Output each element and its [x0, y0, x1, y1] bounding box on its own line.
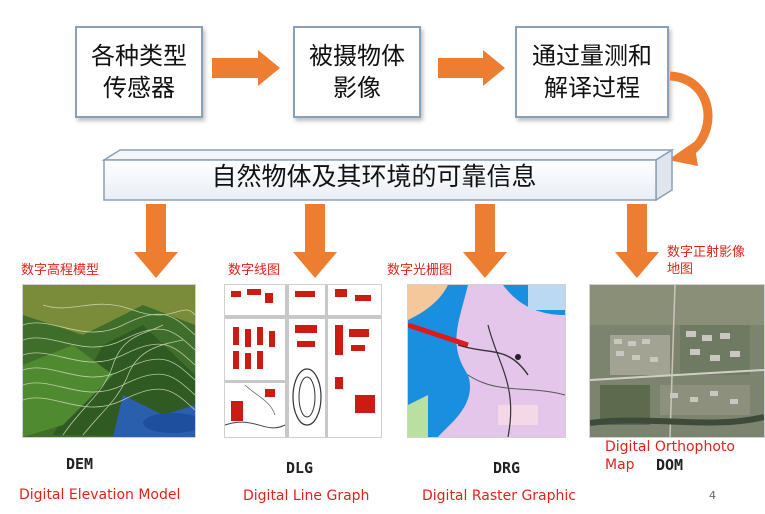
product-en-drg: Digital Raster Graphic [422, 488, 576, 504]
product-cn-dem: 数字高程模型 [21, 263, 100, 278]
dlg-image [224, 284, 382, 438]
product-abbr-dlg: DLG [286, 459, 314, 477]
page-number: 4 [709, 489, 716, 502]
drg-image [407, 284, 566, 438]
dom-image [589, 284, 765, 438]
down-arrow-4 [615, 204, 659, 278]
product-abbr-dom: DOM [656, 456, 684, 474]
step-label-interpretation: 通过量测和 解译过程 [532, 42, 652, 102]
product-abbr-dem: DEM [66, 455, 94, 473]
right-arrow-2 [438, 50, 505, 86]
banner-label: 自然物体及其环境的可靠信息 [211, 162, 537, 191]
right-arrow-1 [212, 50, 280, 86]
step-label-imagery: 被摄物体 影像 [309, 42, 405, 102]
step-box-interpretation: 通过量测和 解译过程 [515, 26, 669, 118]
curved-arrow-head [668, 142, 698, 166]
product-cn-dom: 数字正射影像 地图 [667, 245, 746, 277]
product-abbr-drg: DRG [493, 459, 521, 477]
curved-arrow [669, 71, 713, 156]
product-en-dlg: Digital Line Graph [243, 488, 370, 504]
product-cn-dlg: 数字线图 [228, 263, 281, 278]
step-box-imagery: 被摄物体 影像 [293, 26, 421, 118]
down-arrow-2 [293, 204, 337, 278]
product-en-dem: Digital Elevation Model [19, 487, 181, 503]
banner-front [103, 159, 657, 201]
product-en-dom: Digital Orthophoto Map [605, 439, 735, 473]
step-box-sensors: 各种类型 传感器 [75, 26, 203, 118]
product-cn-drg: 数字光栅图 [387, 263, 453, 278]
down-arrow-1 [134, 204, 178, 278]
banner-title: 自然物体及其环境的可靠信息 [104, 155, 644, 195]
down-arrow-3 [463, 204, 507, 278]
step-label-sensors: 各种类型 传感器 [91, 42, 187, 102]
dem-image [22, 284, 196, 438]
